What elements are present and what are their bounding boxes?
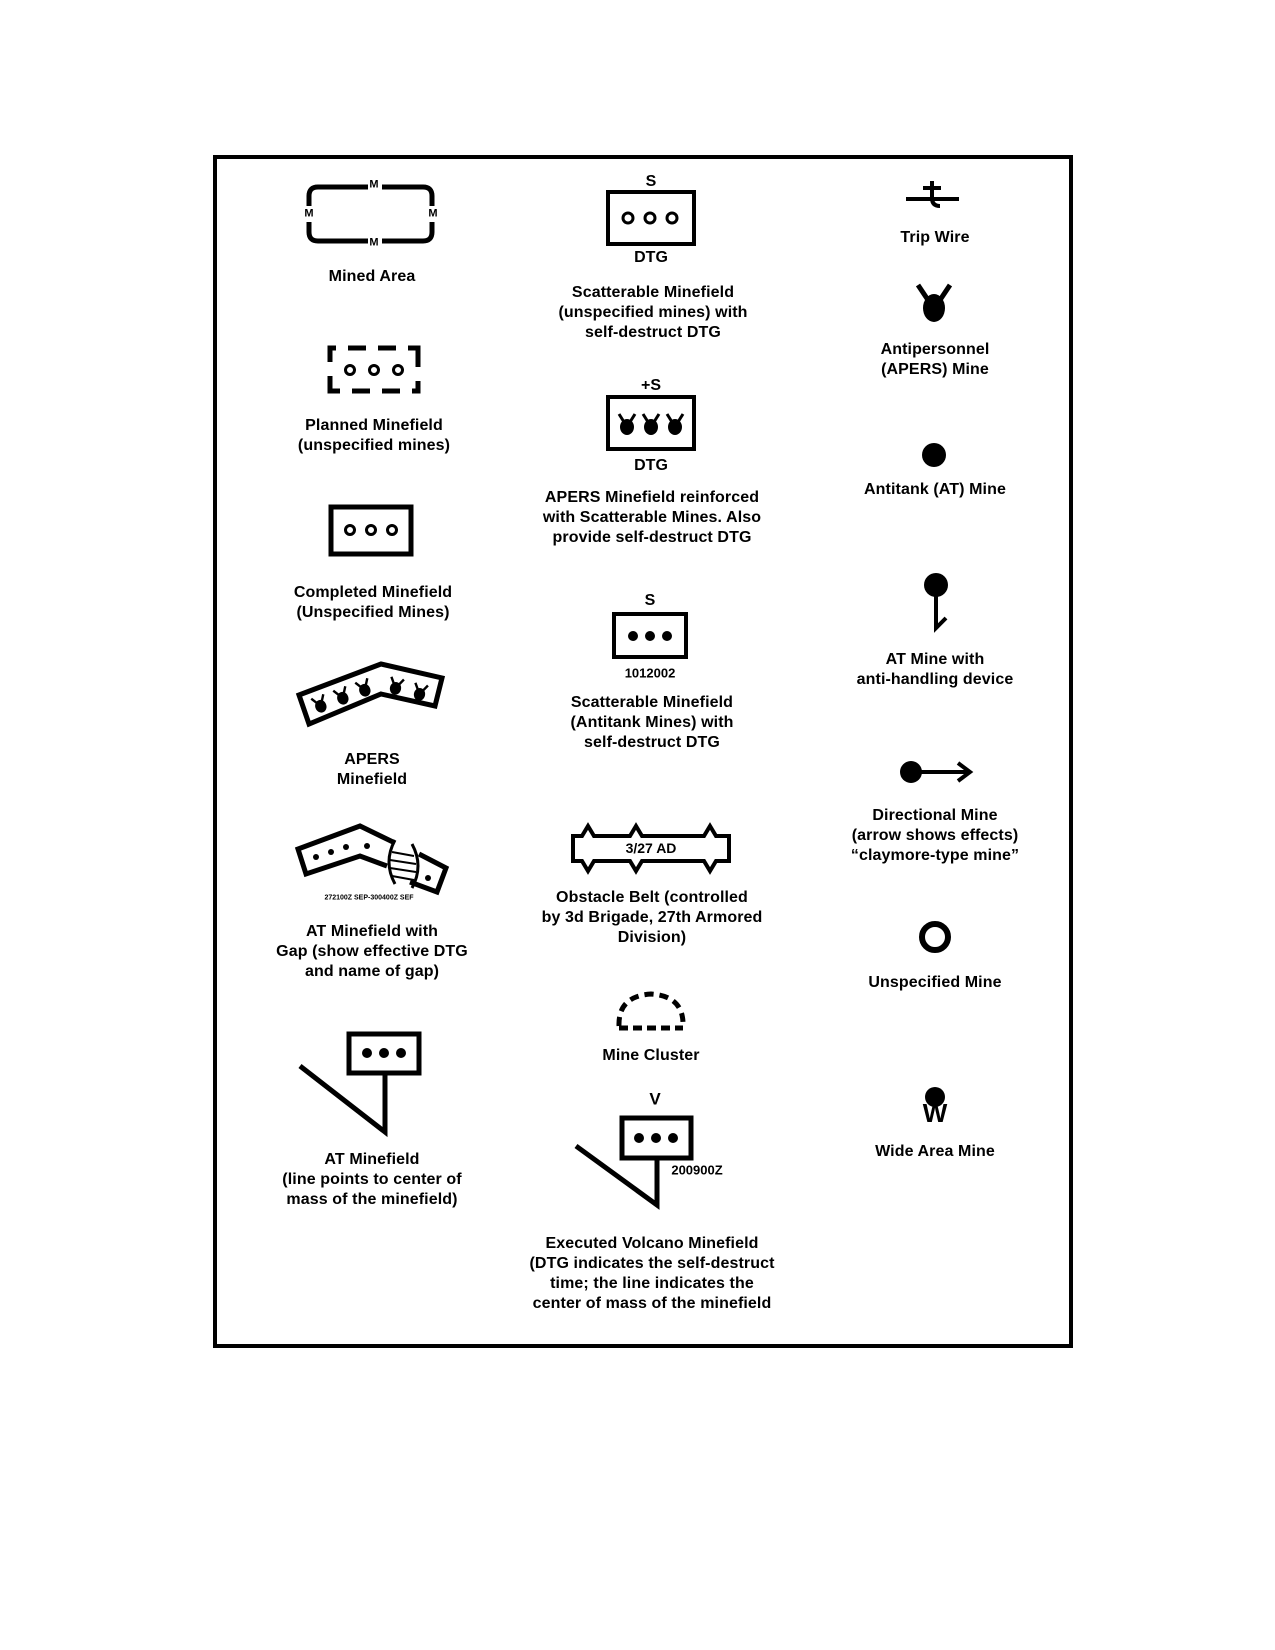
scatterable-dtg-label: DTG <box>634 249 668 266</box>
apers-reinforced-top-label: +S <box>640 377 662 394</box>
scatterable-at-icon <box>612 612 688 659</box>
wide-area-mine-icon <box>925 1087 945 1107</box>
mined-area-marker-right: M <box>428 207 438 220</box>
obstacle-belt-icon <box>571 822 731 875</box>
apers-mine-icon <box>915 283 953 322</box>
caption-directional-mine: Directional Mine (arrow shows effects) “… <box>850 807 1020 864</box>
at-gap-dtg-label: 272100Z SEP-300400Z SEF <box>324 894 414 902</box>
apers-reinforced-icon <box>606 395 696 451</box>
caption-volcano-minefield: Executed Volcano Minefield (DTG indicate… <box>529 1235 775 1312</box>
obstacle-belt-unit-label: 3/27 AD <box>625 840 677 856</box>
caption-mine-cluster: Mine Cluster <box>602 1047 700 1064</box>
caption-planned-minefield: Planned Minefield (unspecified mines) <box>297 417 451 454</box>
caption-obstacle-belt: Obstacle Belt (controlled by 3d Brigade,… <box>541 889 763 946</box>
mined-area-icon <box>306 184 435 244</box>
legend-frame <box>213 155 1073 1348</box>
volcano-top-label: V <box>649 1089 661 1109</box>
caption-trip-wire: Trip Wire <box>900 229 970 246</box>
mined-area-marker-bottom: M <box>369 236 379 249</box>
caption-completed-minefield: Completed Minefield (Unspecified Mines) <box>293 584 453 621</box>
mine-cluster-icon <box>616 991 686 1031</box>
wide-area-mine-marker: W <box>922 1098 948 1128</box>
scatterable-at-top-label: S <box>644 592 656 609</box>
caption-unspecified-mine: Unspecified Mine <box>868 974 1002 991</box>
volcano-dtg-label: 200900Z <box>671 1162 723 1178</box>
at-mine-antihandling-icon <box>924 573 948 633</box>
trip-wire-icon <box>906 181 959 208</box>
unspecified-mine-icon <box>919 921 951 953</box>
volcano-minefield-icon <box>574 1115 694 1210</box>
at-mine-icon <box>922 443 946 467</box>
caption-mined-area: Mined Area <box>328 268 416 285</box>
mined-area-marker-left: M <box>304 207 314 220</box>
caption-scatterable-at: Scatterable Minefield (Antitank Mines) w… <box>570 694 734 751</box>
apers-reinforced-dtg-label: DTG <box>634 457 668 474</box>
apers-minefield-icon <box>295 661 446 728</box>
caption-at-minefield-gap: AT Minefield with Gap (show effective DT… <box>276 923 468 980</box>
at-minefield-gap-icon <box>294 823 450 896</box>
scatterable-minefield-icon <box>606 190 696 246</box>
caption-at-mine: Antitank (AT) Mine <box>864 481 1006 498</box>
planned-minefield-icon <box>327 345 421 394</box>
completed-minefield-icon <box>328 504 414 557</box>
caption-scatterable-minefield: Scatterable Minefield (unspecified mines… <box>558 284 748 341</box>
caption-apers-mine: Antipersonnel (APERS) Mine <box>880 341 990 378</box>
caption-apers-minefield: APERS Minefield <box>336 751 408 788</box>
caption-apers-reinforced: APERS Minefield reinforced with Scattera… <box>542 489 762 546</box>
at-minefield-icon <box>298 1031 422 1138</box>
scatterable-top-label: S <box>645 173 657 190</box>
mined-area-marker-top: M <box>369 178 379 191</box>
caption-wide-area-mine: Wide Area Mine <box>875 1143 995 1160</box>
caption-at-mine-antihandling: AT Mine with anti-handling device <box>856 651 1014 688</box>
caption-at-minefield: AT Minefield (line points to center of m… <box>282 1151 462 1208</box>
scatterable-at-dtg-label: 1012002 <box>624 665 676 681</box>
directional-mine-icon <box>900 761 974 783</box>
